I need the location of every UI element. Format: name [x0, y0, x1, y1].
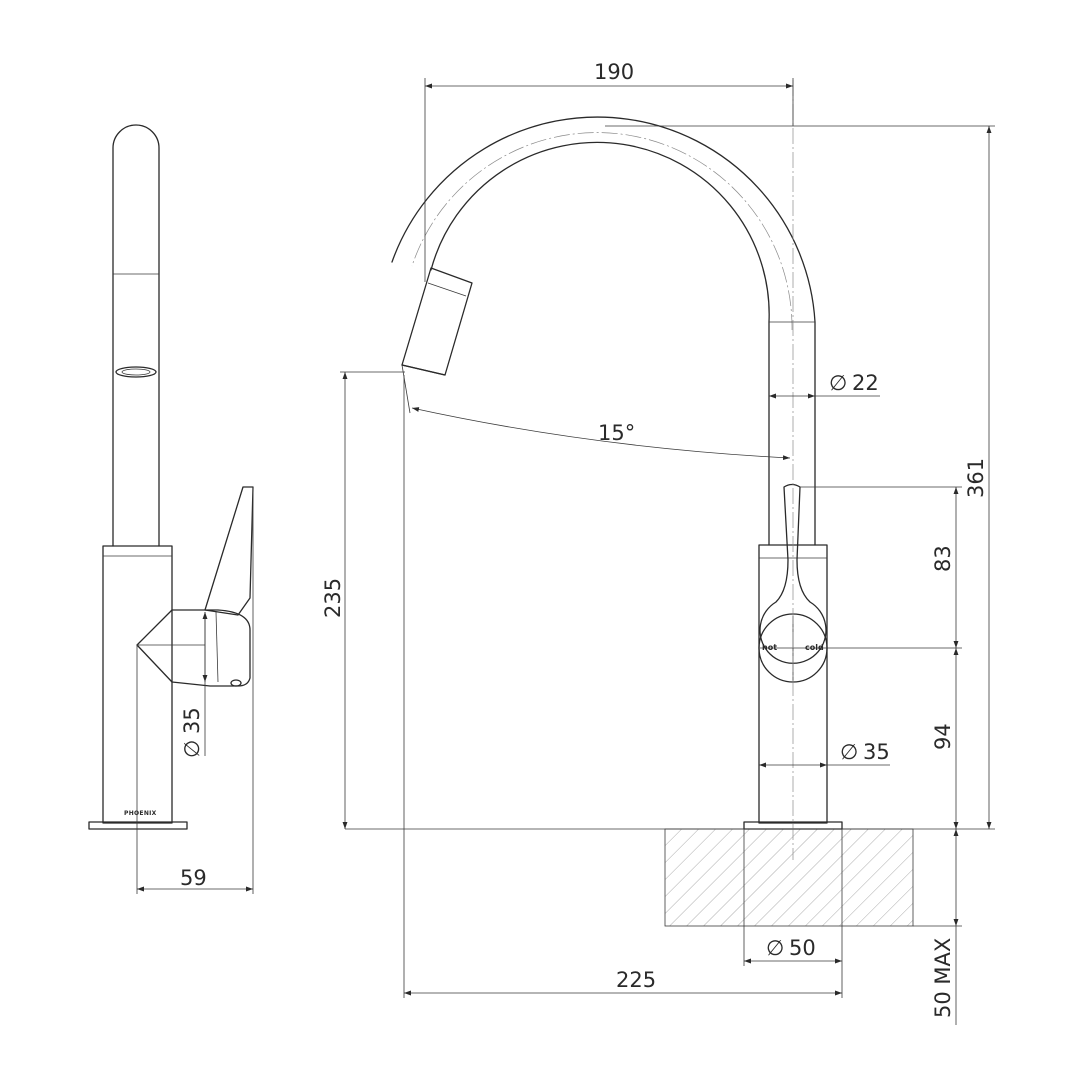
- reach-label: 225: [616, 968, 656, 992]
- spout-diameter-symbol: ∅: [829, 371, 847, 395]
- base-diameter-symbol: ∅: [766, 936, 784, 960]
- height-label: 361: [964, 458, 988, 498]
- side-lever: [204, 486, 254, 616]
- side-body-diameter-symbol: ∅: [180, 740, 204, 758]
- body-height-label: 94: [931, 723, 955, 750]
- side-mixer-wedge: [136, 609, 173, 683]
- depth-label: 59: [180, 866, 207, 890]
- side-spray-outlet: [115, 366, 157, 378]
- spray-head: [401, 267, 473, 376]
- angle-arc: [411, 407, 791, 461]
- spout-diameter-label: 22: [852, 371, 879, 395]
- width-label: 190: [594, 60, 634, 84]
- side-body: [102, 545, 173, 824]
- angle-label: 15°: [598, 421, 635, 445]
- hot-label: hot: [762, 643, 777, 652]
- base-diameter-label: 50: [789, 936, 816, 960]
- side-spout-outline: [112, 124, 160, 547]
- spout-centerline: [411, 132, 793, 331]
- side-view: PHOENIX ∅ 35 59: [88, 124, 254, 894]
- brand-label: PHOENIX: [124, 810, 157, 817]
- spout-height-label: 235: [321, 578, 345, 618]
- lever-height-label: 83: [931, 545, 955, 572]
- spout-inner: [391, 116, 816, 546]
- front-view: hot cold 190 361 ∅ 22 15° 235: [321, 60, 995, 1025]
- cold-label: cold: [805, 643, 824, 652]
- body-diameter-symbol: ∅: [840, 740, 858, 764]
- spout-outer: [430, 141, 770, 546]
- mount-thickness-label: 50 MAX: [931, 938, 955, 1018]
- body-diameter-label: 35: [863, 740, 890, 764]
- side-lever-cap: [171, 609, 251, 687]
- side-base-plate: [88, 821, 188, 830]
- side-spray-outlet-inner: [121, 368, 151, 376]
- side-body-diameter-label: 35: [180, 707, 204, 734]
- front-lever: [759, 483, 827, 664]
- bench-section: [664, 828, 914, 927]
